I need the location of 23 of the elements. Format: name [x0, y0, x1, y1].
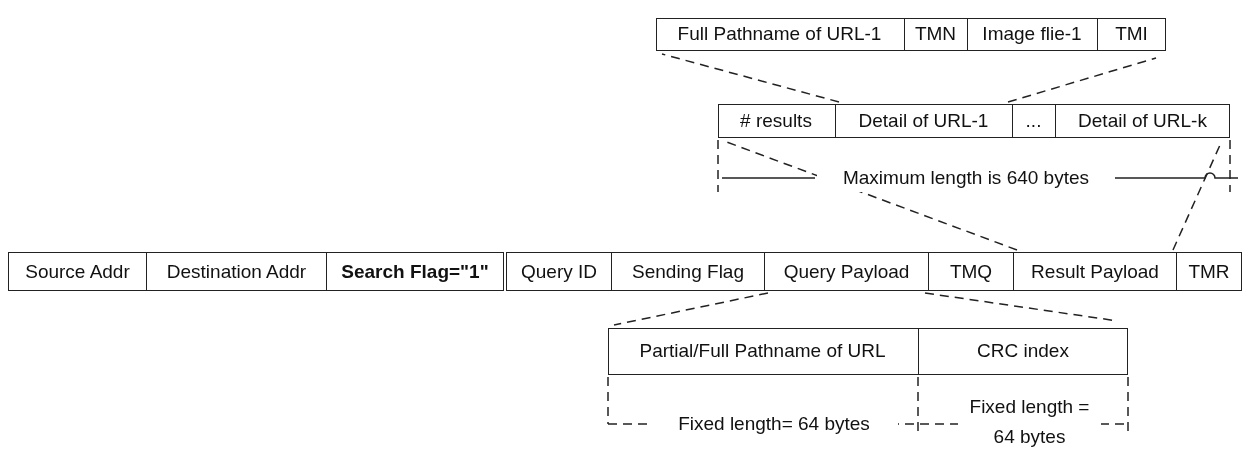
packet-field: TMR: [1176, 252, 1242, 291]
packet-field: Query Payload: [764, 252, 929, 291]
packet-field: Sending Flag: [611, 252, 765, 291]
packet-field: Full Pathname of URL-1: [655, 17, 904, 51]
packet-field: TMI: [1096, 17, 1166, 51]
packet-field: Query ID: [506, 252, 612, 291]
packet-field: CRC index: [917, 327, 1128, 375]
packet-row: [718, 104, 1230, 138]
packet-field: TMQ: [928, 252, 1014, 291]
packet-field: Image flie-1: [966, 17, 1097, 51]
packet-field: Search Flag="1": [326, 252, 504, 291]
packet-row: [656, 18, 1166, 51]
packet-field: Result Payload: [1013, 252, 1177, 291]
packet-field: Source Addr: [8, 252, 147, 291]
packet-field: Detail of URL-1: [834, 103, 1012, 138]
packet-field: # results: [717, 103, 835, 138]
packet-field: Detail of URL-k: [1054, 103, 1230, 138]
packet-field: Partial/Full Pathname of URL: [607, 327, 918, 375]
zoom-line: [661, 53, 1157, 103]
packet-field: TMN: [903, 17, 967, 51]
packet-field: Destination Addr: [146, 252, 327, 291]
packet-field: ...: [1011, 103, 1055, 138]
packet-row: [608, 328, 1128, 375]
